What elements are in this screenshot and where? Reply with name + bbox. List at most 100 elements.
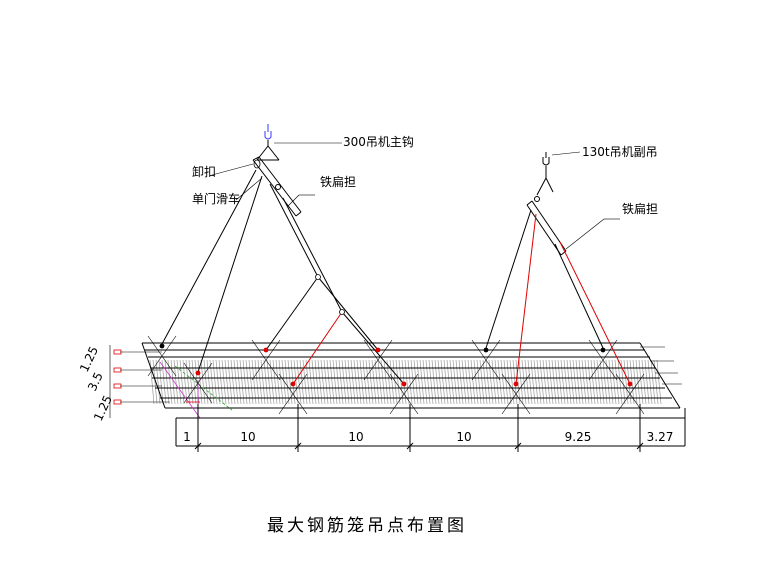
cage-stirrup: [266, 359, 272, 405]
cage-stirrup: [563, 359, 569, 405]
cage-stirrup: [488, 359, 494, 405]
cage-stirrup: [347, 359, 353, 405]
lift-point-brace: [183, 362, 213, 404]
cage-stirrup: [635, 359, 641, 405]
cage-stirrup: [614, 359, 620, 405]
pulley-icon: [315, 274, 321, 280]
vdim-1: 1.25: [77, 344, 101, 374]
cage-stirrup: [224, 359, 230, 405]
cage-stirrup: [362, 359, 368, 405]
cage-stirrup: [542, 359, 548, 405]
cage-stirrup: [407, 359, 413, 405]
cage-stirrup: [251, 359, 257, 405]
cage-stirrup: [359, 359, 365, 405]
cage-stirrup: [461, 359, 467, 405]
cage-stirrup: [473, 359, 479, 405]
cage-stirrup: [476, 359, 482, 405]
hdim-4: 10: [456, 430, 471, 444]
cage-stirrup: [443, 359, 449, 405]
cage-stirrup: [278, 359, 284, 405]
cage-stirrup: [638, 359, 644, 405]
cage-stirrup: [221, 359, 227, 405]
guide-green: [174, 365, 233, 411]
cage-stirrup: [446, 359, 452, 405]
cage-stirrup: [554, 359, 560, 405]
cage-stirrup: [383, 359, 389, 405]
label-aux-hook: 130t吊机副吊: [582, 145, 658, 159]
dim-tick-slash: [406, 442, 414, 450]
cage-stirrup: [386, 359, 392, 405]
pulley-icon: [339, 309, 345, 315]
lift-point-brace: [278, 373, 308, 415]
cage-stirrup: [503, 359, 509, 405]
cage-stirrup: [353, 359, 359, 405]
hdim-2: 10: [240, 430, 255, 444]
cage-stirrup: [236, 359, 242, 405]
cage-stirrup: [593, 359, 599, 405]
cage-stirrup: [308, 359, 314, 405]
cage-stirrup: [587, 359, 593, 405]
cage-stirrup: [179, 359, 185, 405]
cage-stirrup: [641, 359, 647, 405]
cage-stirrup: [296, 359, 302, 405]
lift-point: [483, 347, 489, 353]
cage-stirrup: [584, 359, 590, 405]
cage-stirrup: [413, 359, 419, 405]
cage-stirrup: [269, 359, 275, 405]
cage-stirrup: [491, 359, 497, 405]
cage-stirrup: [458, 359, 464, 405]
cage-stirrup: [233, 359, 239, 405]
flat-bar-left: [252, 156, 302, 217]
cage-stirrup: [299, 359, 305, 405]
lift-point-brace: [588, 339, 618, 381]
cage-stirrup: [239, 359, 245, 405]
lift-point: [600, 347, 606, 353]
aux-crane-rigging: 130t吊机副吊 铁扁担: [485, 145, 658, 385]
cage-stirrup: [494, 359, 500, 405]
lift-point-brace: [471, 339, 501, 381]
lift-point-brace: [389, 373, 419, 415]
hook-icon: [264, 124, 272, 146]
lift-point: [401, 381, 407, 387]
cage-stirrup: [302, 359, 308, 405]
cage-stirrup: [416, 359, 422, 405]
dim-tick-slash: [294, 442, 302, 450]
cage-stirrup: [410, 359, 416, 405]
cage-stirrup: [161, 359, 167, 405]
cage-stirrup: [284, 359, 290, 405]
cage-stirrup: [377, 359, 383, 405]
cage-stirrup: [647, 359, 653, 405]
cage-stirrup: [539, 359, 545, 405]
label-flat-bar-right: 铁扁担: [622, 202, 658, 216]
cage-stirrup: [200, 359, 206, 405]
dim-marker: [113, 367, 122, 373]
lift-point: [627, 381, 633, 387]
cage-stirrup: [599, 359, 605, 405]
cage-stirrup: [152, 359, 158, 405]
flat-bar-right: [526, 200, 567, 256]
hdim-1: 1: [183, 430, 191, 444]
cage-stirrup: [365, 359, 371, 405]
cage-stirrup: [350, 359, 356, 405]
cage-stirrup: [380, 359, 386, 405]
cage-stirrup: [332, 359, 338, 405]
cage-stirrup: [254, 359, 260, 405]
cage-stirrup: [506, 359, 512, 405]
cage-stirrup: [500, 359, 506, 405]
cage-stirrup: [425, 359, 431, 405]
cage-stirrup: [608, 359, 614, 405]
lift-point-brace: [251, 339, 281, 381]
cage-stirrup: [242, 359, 248, 405]
cage-stirrup: [470, 359, 476, 405]
cage-stirrup: [440, 359, 446, 405]
cage-stirrup: [356, 359, 362, 405]
cage-stirrup: [389, 359, 395, 405]
cage-stirrup: [617, 359, 623, 405]
lift-point: [290, 381, 296, 387]
hdim-6: 3.27: [647, 430, 674, 444]
cage-stirrup: [530, 359, 536, 405]
hdim-5: 9.25: [565, 430, 592, 444]
cage-stirrup: [575, 359, 581, 405]
cage-stirrup: [482, 359, 488, 405]
